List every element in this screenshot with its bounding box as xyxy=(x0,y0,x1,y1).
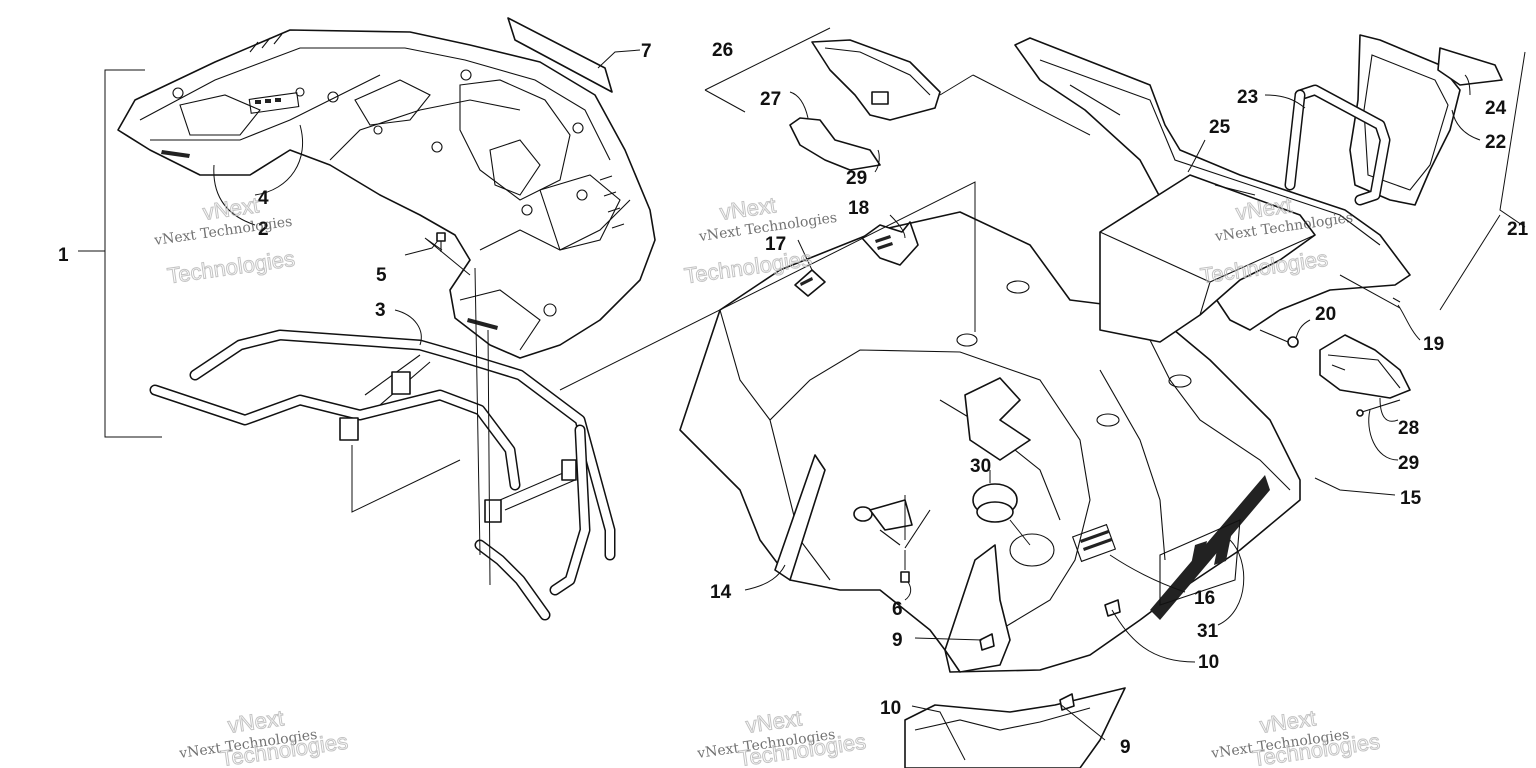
callout-15: 15 xyxy=(1400,488,1422,509)
callout-23: 23 xyxy=(1237,87,1258,108)
watermark-sub: Technologies xyxy=(166,246,297,289)
rear-rack xyxy=(117,17,656,359)
callouts: 1 2 3 4 5 6 7 9 9 10 10 14 15 16 17 18 1… xyxy=(58,40,1529,758)
callout-10-right: 10 xyxy=(1198,652,1219,673)
callout-5: 5 xyxy=(376,265,387,286)
callout-24: 24 xyxy=(1485,98,1507,119)
callout-7: 7 xyxy=(641,41,652,62)
callout-29-top: 29 xyxy=(846,168,867,189)
storage-box xyxy=(939,34,1526,343)
callout-19: 19 xyxy=(1423,334,1444,355)
callout-22: 22 xyxy=(1485,132,1506,153)
callout-3: 3 xyxy=(375,300,386,321)
tail-light-left xyxy=(704,27,941,173)
callout-26: 26 xyxy=(712,40,733,61)
callout-31: 31 xyxy=(1197,621,1219,642)
callout-20: 20 xyxy=(1315,304,1336,325)
callout-10-left: 10 xyxy=(880,698,901,719)
callout-6: 6 xyxy=(892,599,903,620)
callout-30: 30 xyxy=(970,456,991,477)
fasteners xyxy=(911,599,1196,761)
latch-6 xyxy=(853,495,931,583)
gas-cap-30 xyxy=(972,470,1031,546)
callout-25: 25 xyxy=(1209,117,1231,138)
screw-5 xyxy=(424,232,471,276)
callout-4: 4 xyxy=(258,188,269,209)
callout-17: 17 xyxy=(765,234,786,255)
callout-9-lower: 9 xyxy=(1120,737,1131,758)
callout-16: 16 xyxy=(1194,588,1215,609)
callout-1: 1 xyxy=(58,245,69,266)
callout-27: 27 xyxy=(760,89,781,110)
callout-28: 28 xyxy=(1398,418,1419,439)
callout-2: 2 xyxy=(258,219,269,240)
callout-29-right: 29 xyxy=(1398,453,1419,474)
bracket-1 xyxy=(104,69,162,438)
tail-light-right xyxy=(1319,334,1411,461)
rack-frame xyxy=(149,329,616,621)
callout-9-upper: 9 xyxy=(892,630,903,651)
callout-14: 14 xyxy=(710,582,732,603)
callout-21: 21 xyxy=(1507,219,1529,240)
callout-18: 18 xyxy=(848,198,869,219)
screws-20-19 xyxy=(1259,297,1421,348)
